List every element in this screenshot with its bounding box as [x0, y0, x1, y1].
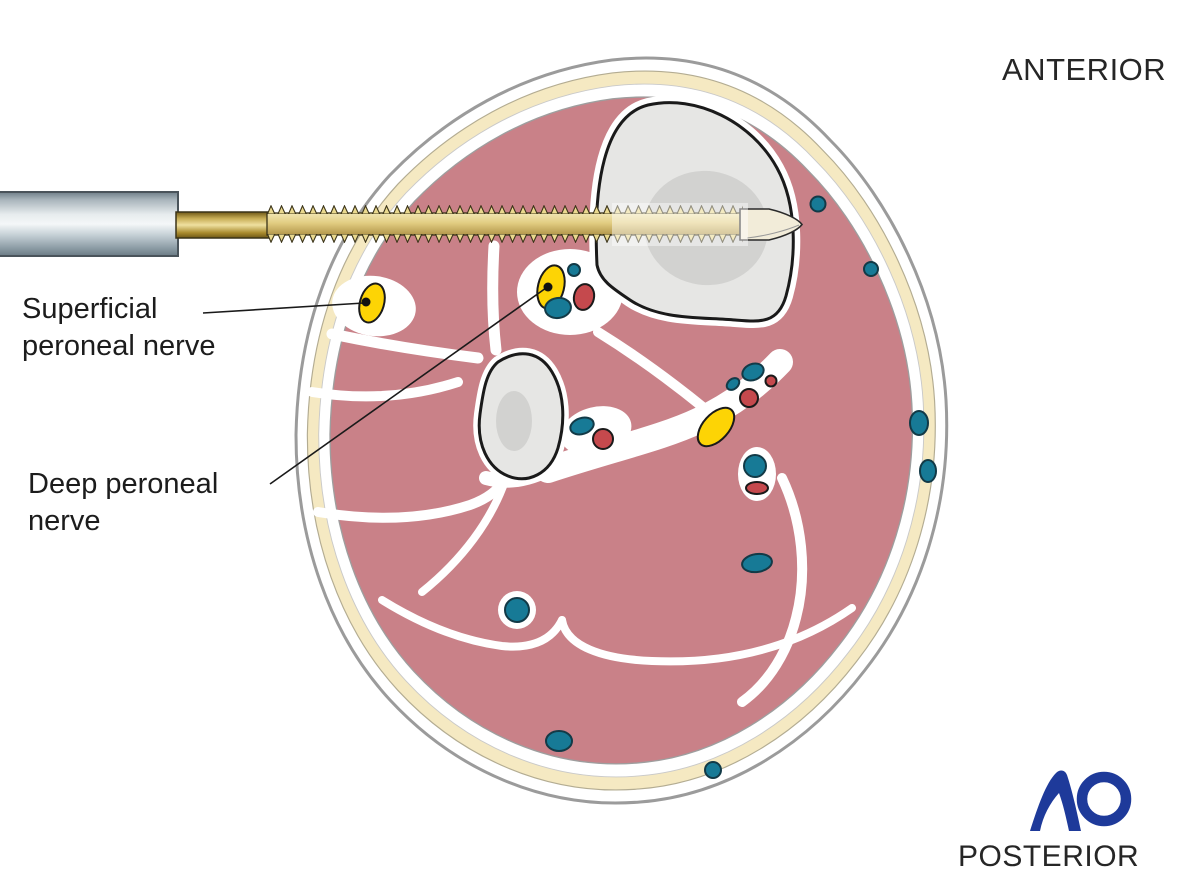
vein [569, 416, 595, 436]
artery [764, 374, 778, 388]
tibial-nerve [696, 406, 736, 448]
intermuscular-septa [307, 240, 856, 707]
superficial-peroneal-nerve-label: Superficial peroneal nerve [22, 291, 215, 365]
artery [592, 428, 614, 450]
superficial-vein [909, 410, 929, 436]
fibula-cancellous-core [496, 391, 532, 451]
posterior-label: POSTERIOR [958, 840, 1140, 873]
label-line: peroneal nerve [22, 330, 216, 362]
label-line: Superficial [22, 293, 158, 325]
deep-peroneal-nerve-label: Deep peroneal nerve [28, 466, 218, 540]
artery [739, 388, 759, 408]
leader-lines [202, 282, 553, 485]
screw-in-bone-highlight [612, 203, 748, 246]
fibula-bone [473, 347, 569, 485]
vein [504, 597, 530, 623]
anterior-label: ANTERIOR [1002, 52, 1167, 87]
vein [725, 377, 741, 391]
superficial-vein [809, 195, 827, 213]
anterior-tibial-vein [544, 296, 572, 320]
vein [567, 263, 581, 277]
screw-shaft [175, 211, 270, 239]
anterior-tibial-artery [572, 283, 596, 311]
vein [741, 552, 773, 574]
screw-thread-bottom [267, 234, 743, 243]
superficial-veins [545, 195, 937, 779]
label-line: nerve [28, 505, 101, 537]
screw-tip [739, 208, 803, 241]
superficial-vein [545, 730, 573, 752]
superficial-vein [863, 261, 879, 277]
artery [745, 481, 769, 495]
superficial-vein [704, 761, 722, 779]
label-line: Deep peroneal [28, 468, 219, 500]
screw-thread-top [267, 205, 743, 214]
ao-logo [1030, 770, 1132, 831]
vein [743, 454, 767, 478]
posterior-vessel-group [498, 362, 778, 629]
superficial-peroneal-nerve [358, 282, 386, 324]
superficial-vein [919, 459, 937, 483]
screw-tip-flute [746, 224, 800, 239]
vein [741, 362, 765, 382]
screw-assembly [0, 191, 803, 257]
insertion-sleeve [0, 191, 179, 257]
